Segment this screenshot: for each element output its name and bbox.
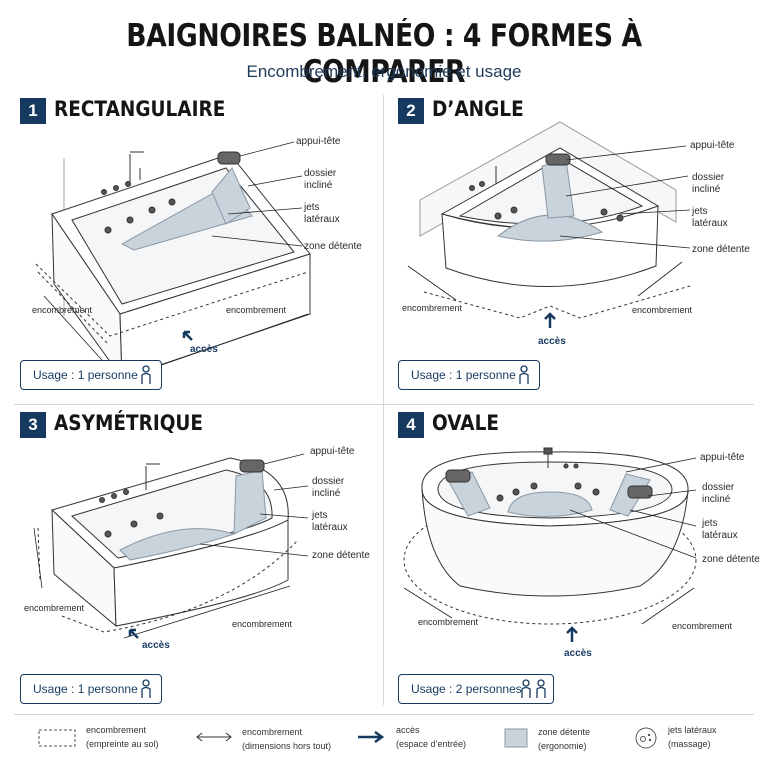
label-rest-zone: zone détente <box>312 550 370 561</box>
divider-legend <box>14 714 754 715</box>
legend-title: encombrement <box>242 727 303 737</box>
usage-text: Usage : 2 personnes <box>411 682 522 696</box>
panel-rectangulaire: 1 RECTANGULAIRE appui-têt <box>12 96 382 396</box>
panel-asymetrique: 3 ASYMÉTRIQUE appui-tête dossier incl <box>12 410 382 710</box>
person-icon <box>141 679 151 698</box>
label-footprint-right: encombrement <box>226 305 287 315</box>
corner-bathtub-illustration <box>407 121 691 328</box>
divider-horizontal <box>14 404 754 405</box>
asymmetric-bathtub-illustration <box>33 453 309 639</box>
label-backrest: dossier incliné <box>692 172 725 195</box>
label-footprint-right: encombrement <box>672 621 733 631</box>
label-footprint-left: encombrement <box>402 303 463 313</box>
panel-number: 1 <box>20 98 46 124</box>
panel-number: 2 <box>398 98 424 124</box>
two-persons-icon <box>521 679 546 698</box>
label-headrest: appui-tête <box>690 140 735 151</box>
label-access: accès <box>564 648 592 659</box>
shaded-square-icon <box>504 728 528 748</box>
arrow-icon <box>358 730 385 744</box>
legend-detail: (massage) <box>668 739 711 749</box>
oval-bathtub-illustration <box>403 447 697 642</box>
label-headrest: appui-tête <box>310 446 355 457</box>
label-rest-zone: zone détente <box>702 554 760 565</box>
label-backrest: dossier incliné <box>702 482 735 505</box>
panel-angle: 2 D’ANGLE appui-tête dossier incliné jet… <box>390 96 760 396</box>
double-arrow-icon <box>196 732 232 742</box>
panel-number: 4 <box>398 412 424 438</box>
usage-text: Usage : 1 personne <box>33 368 138 382</box>
legend-detail: (dimensions hors tout) <box>242 741 332 751</box>
panel-title: RECTANGULAIRE <box>54 97 226 121</box>
label-access: accès <box>142 640 170 651</box>
usage-box: Usage : 1 personne <box>398 360 540 390</box>
usage-text: Usage : 1 personne <box>33 682 138 696</box>
divider-vertical <box>383 95 384 705</box>
usage-box: Usage : 2 personnes <box>398 674 554 704</box>
label-backrest: dossier incliné <box>304 168 337 191</box>
label-headrest: appui-tête <box>700 452 745 463</box>
label-access: accès <box>538 336 566 347</box>
usage-text: Usage : 1 personne <box>411 368 516 382</box>
panel-title: OVALE <box>432 411 499 435</box>
legend-title: encombrement <box>86 725 147 735</box>
label-rest-zone: zone détente <box>304 241 362 252</box>
label-jets: jets latéraux <box>702 518 738 541</box>
label-jets: jets latéraux <box>692 206 728 229</box>
label-footprint-left: encombrement <box>32 305 93 315</box>
legend-title: accès <box>396 725 420 735</box>
label-jets: jets latéraux <box>312 510 348 533</box>
panel-ovale: 4 OVALE appui-tête dossier inc <box>390 410 760 710</box>
panel-number: 3 <box>20 412 46 438</box>
rectangular-bathtub-illustration <box>35 141 311 381</box>
label-footprint-right: encombrement <box>232 619 293 629</box>
panel-title: ASYMÉTRIQUE <box>54 411 204 435</box>
label-footprint-right: encombrement <box>632 305 693 315</box>
usage-box: Usage : 1 personne <box>20 674 162 704</box>
legend-detail: (empreinte au sol) <box>86 739 159 749</box>
label-rest-zone: zone détente <box>692 244 750 255</box>
page-title: BAIGNOIRES BALNÉO : 4 FORMES À COMPARER <box>126 18 642 90</box>
panel-title: D’ANGLE <box>432 97 524 121</box>
dashed-rectangle-icon <box>38 729 76 747</box>
usage-box: Usage : 1 personne <box>20 360 162 390</box>
label-access: accès <box>190 344 218 355</box>
label-jets: jets latéraux <box>304 202 340 225</box>
legend-title: zone détente <box>538 727 591 737</box>
label-footprint-left: encombrement <box>24 603 85 613</box>
jets-icon <box>635 727 657 749</box>
legend-detail: (espace d’entrée) <box>396 739 467 749</box>
person-icon <box>141 365 151 384</box>
label-backrest: dossier incliné <box>312 476 345 499</box>
label-headrest: appui-tête <box>296 136 341 147</box>
label-footprint-left: encombrement <box>418 617 479 627</box>
legend-detail: (ergonomie) <box>538 741 587 751</box>
person-icon <box>519 365 529 384</box>
legend-title: jets latéraux <box>668 725 717 735</box>
page-subtitle: Encombrement, ergonomie et usage <box>246 62 522 81</box>
